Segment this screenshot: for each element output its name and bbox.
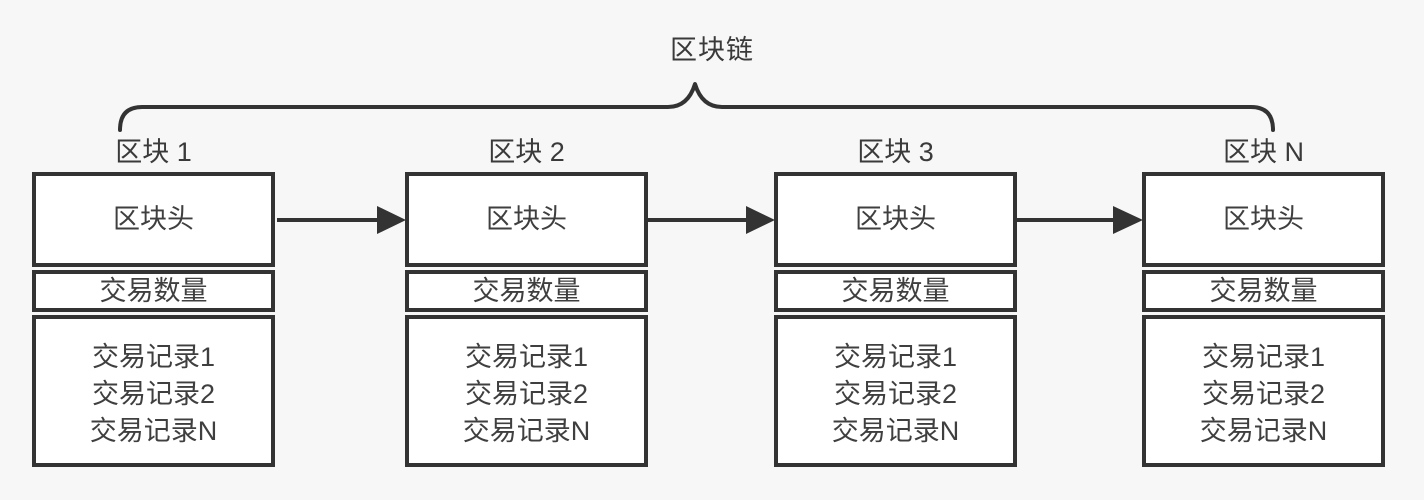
tx-record: 交易记录1 [464, 341, 589, 372]
block-1-tx-records-cell: 交易记录1 交易记录2 交易记录N [32, 315, 275, 467]
arrow-block3-to-blockN [1017, 206, 1143, 234]
tx-record: 交易记录2 [833, 378, 958, 409]
block-n-label: 区块 N [1223, 137, 1304, 167]
blockchain-brace [118, 82, 1275, 132]
diagram-title: 区块链 [670, 35, 754, 65]
arrow-block2-to-block3 [648, 206, 775, 234]
block-3-label: 区块 3 [857, 137, 934, 167]
tx-record: 交易记录1 [1201, 341, 1326, 372]
block-3: 区块 3 区块头 交易数量 交易记录1 交易记录2 交易记录N [774, 137, 1017, 467]
tx-record: 交易记录N [462, 415, 591, 446]
block-2-label: 区块 2 [488, 137, 565, 167]
block-n: 区块 N 区块头 交易数量 交易记录1 交易记录2 交易记录N [1142, 137, 1385, 467]
block-3-tx-count-cell: 交易数量 [774, 270, 1017, 312]
block-1: 区块 1 区块头 交易数量 交易记录1 交易记录2 交易记录N [32, 137, 275, 467]
block-2-tx-count-cell: 交易数量 [405, 270, 648, 312]
block-2-header-cell: 区块头 [405, 172, 648, 267]
tx-record: 交易记录1 [833, 341, 958, 372]
block-n-tx-records-cell: 交易记录1 交易记录2 交易记录N [1142, 315, 1385, 467]
block-n-tx-count-cell: 交易数量 [1142, 270, 1385, 312]
block-3-header-cell: 区块头 [774, 172, 1017, 267]
tx-record: 交易记录N [89, 415, 218, 446]
block-n-header-cell: 区块头 [1142, 172, 1385, 267]
tx-record: 交易记录N [831, 415, 960, 446]
block-3-tx-records-cell: 交易记录1 交易记录2 交易记录N [774, 315, 1017, 467]
block-2-tx-records-cell: 交易记录1 交易记录2 交易记录N [405, 315, 648, 467]
arrow-block1-to-block2 [277, 206, 406, 234]
tx-record: 交易记录2 [464, 378, 589, 409]
block-1-label: 区块 1 [115, 137, 192, 167]
tx-record: 交易记录1 [91, 341, 216, 372]
tx-record: 交易记录N [1199, 415, 1328, 446]
block-1-header-cell: 区块头 [32, 172, 275, 267]
block-2: 区块 2 区块头 交易数量 交易记录1 交易记录2 交易记录N [405, 137, 648, 467]
tx-record: 交易记录2 [91, 378, 216, 409]
block-1-tx-count-cell: 交易数量 [32, 270, 275, 312]
tx-record: 交易记录2 [1201, 378, 1326, 409]
